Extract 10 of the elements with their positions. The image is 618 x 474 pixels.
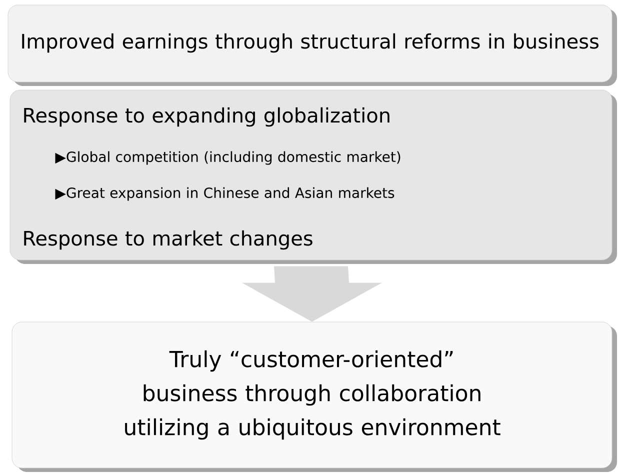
result-box [12,322,617,472]
process-box [10,90,617,264]
heading-text: Response to expanding globalization [24,107,390,127]
heading-text: Response to market changes [24,230,312,250]
block-arrow [242,266,382,322]
heading-text: Improved earnings through structural reforms in business [22,33,598,53]
result-text: Truly “customer-oriented” business through collaboration utilizing a ubiquitous environment [125,350,500,440]
bullet-text: ▶Great expansion in Chinese and Asian markets [55,187,394,201]
bullet-text: ▶Global competition (including domestic market) [55,151,400,165]
process-box [8,4,617,86]
